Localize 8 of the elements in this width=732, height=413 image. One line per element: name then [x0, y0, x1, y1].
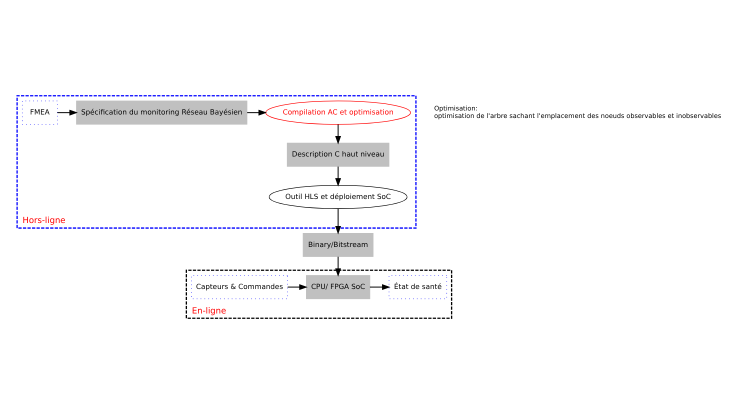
arrow — [335, 123, 342, 144]
arrow — [56, 109, 78, 116]
arrow — [246, 109, 267, 116]
arrow — [335, 256, 342, 276]
arrow — [287, 284, 308, 290]
arrow — [335, 208, 342, 234]
arrow — [369, 284, 390, 290]
arrow — [335, 166, 342, 186]
